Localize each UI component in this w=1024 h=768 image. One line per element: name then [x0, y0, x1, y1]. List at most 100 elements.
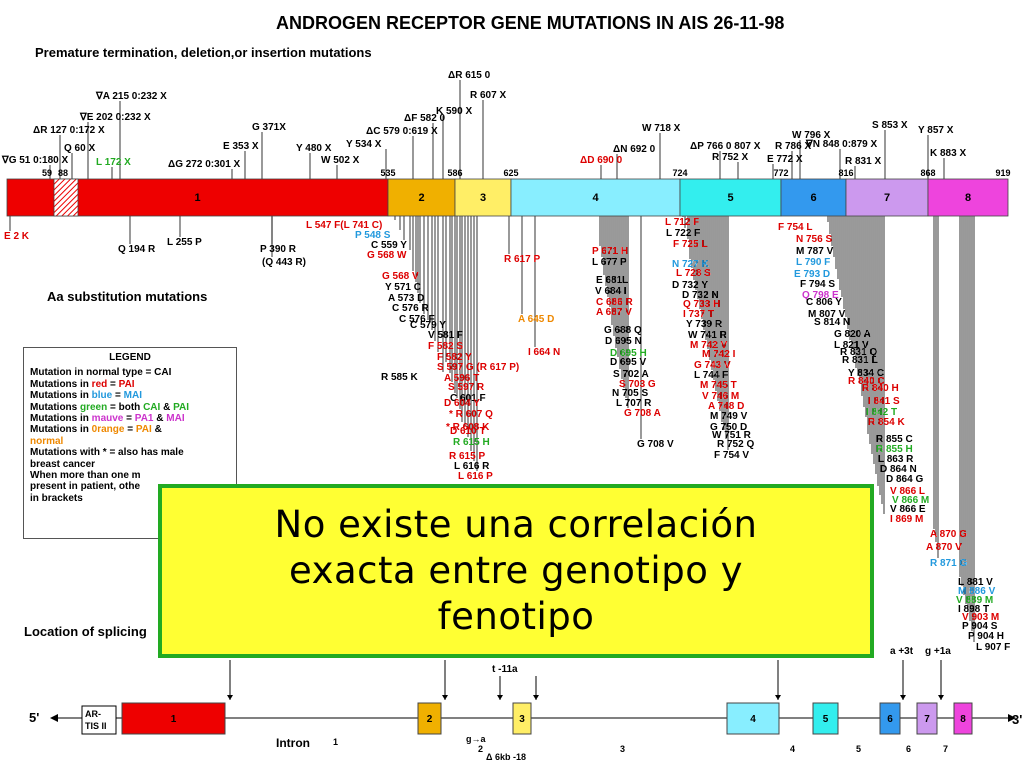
substitution-mutation-label: A 748 D [708, 401, 744, 412]
legend-entry: Mutation in normal type = CAI [30, 367, 230, 378]
substitution-mutation-label: M 886 V [958, 586, 996, 597]
legend-text: Mutation in normal type = CAI [30, 367, 172, 379]
substitution-mutation-label: R 752 Q [717, 439, 754, 450]
boundary-number: 535 [380, 168, 395, 178]
arrow-down-icon [938, 695, 944, 700]
truncation-mutation-label: K 590 X [436, 106, 472, 117]
legend-text: MAI [123, 390, 142, 402]
truncation-mutation-label: Q 60 X [64, 143, 95, 154]
substitution-section-heading: Aa substitution mutations [47, 289, 208, 304]
substitution-mutation-label: L 907 F [976, 642, 1010, 653]
legend-entry: in brackets [30, 493, 230, 504]
legend-text: Mutations in [30, 378, 92, 390]
legend-text: & [153, 413, 167, 425]
truncation-mutation-label: R 831 X [845, 156, 881, 167]
splicing-section-heading: Location of splicing [24, 624, 147, 639]
callout-box: No existe una correlación exacta entre g… [158, 484, 874, 658]
substitution-mutation-label: L 881 V [958, 577, 993, 588]
legend-entry: Mutations green = both CAI & PAI [30, 402, 230, 413]
substitution-mutation-label: A 573 D [388, 293, 424, 304]
gene-exon-3 [512, 702, 532, 735]
legend-text: When more than one m [30, 470, 141, 482]
truncation-mutation-label: Y 480 X [296, 143, 332, 154]
substitution-mutation-label: L 744 F [694, 370, 728, 381]
truncation-mutation-label: R 607 X [470, 90, 506, 101]
substitution-mutation-label: D 695 N [605, 336, 642, 347]
substitution-mutation-label: G 688 Q [604, 325, 642, 336]
legend-text: = [107, 378, 119, 390]
substitution-mutation-label: L 707 R [616, 398, 652, 409]
callout-text: No existe una correlación exacta entre g… [274, 503, 758, 638]
protein-exon-5 [679, 178, 782, 217]
gene-exon-label: 3 [519, 714, 525, 725]
substitution-mutation-label: G 568 W [367, 250, 407, 261]
substitution-mutation-label: A 596 T [444, 373, 479, 384]
substitution-mutation-label: D 732 Y [672, 280, 708, 291]
gene-exon-5 [812, 702, 839, 735]
legend-text: red [91, 378, 108, 390]
truncation-mutation-label: ΔC 579 0:619 X [366, 126, 438, 137]
substitution-mutation-label: F 754 V [714, 450, 749, 461]
truncation-mutation-label: S 853 X [872, 120, 908, 131]
legend-text: & [160, 401, 174, 413]
substitution-mutation-label: R 831 Q [840, 347, 877, 358]
substitution-mutation-label: E 681L [596, 275, 628, 286]
truncation-mutation-label: Y 857 X [918, 125, 954, 136]
substitution-mutation-label: S 703 G [619, 379, 656, 390]
boundary-number: 625 [503, 168, 518, 178]
substitution-mutation-label: E 793 D [794, 269, 830, 280]
gene-exon-label: 8 [960, 714, 966, 725]
three-prime-label: 3' [1012, 712, 1022, 727]
substitution-mutation-label: I 869 M [890, 514, 923, 525]
substitution-mutation-label: M 745 T [700, 380, 737, 391]
substitution-mutation-label: F 794 S [800, 279, 835, 290]
substitution-mutation-label: V 889 M [956, 595, 993, 606]
substitution-mutation-label: * R 607 Q [449, 409, 493, 420]
substitution-mutation-label: L 677 P [592, 257, 627, 268]
truncation-mutation-label: W 718 X [642, 123, 681, 134]
substitution-mutation-label: L 821 V [834, 340, 869, 351]
substitution-mutation-label: C 806 Y [806, 297, 842, 308]
legend-entry: Mutations in 0range = PAI & [30, 424, 230, 435]
substitution-mutation-label: * R 608 K [446, 422, 490, 433]
arrow-right-icon [1008, 714, 1016, 722]
substitution-mutation-label: D 610 T [450, 426, 486, 437]
truncation-mutation-label: K 883 X [930, 148, 966, 159]
substitution-mutation-label: M 749 V [710, 411, 748, 422]
truncation-mutation-label: ΔR 615 0 [448, 70, 491, 81]
truncation-mutation-label: ΔF 582 0 [404, 113, 446, 124]
substitution-mutation-label: G 750 D [710, 422, 747, 433]
protein-exon-3 [454, 178, 512, 217]
substitution-mutation-label: M 807 V [808, 309, 846, 320]
protein-exon-label: 8 [965, 192, 971, 204]
substitution-mutation-label: R 615 P [449, 451, 485, 462]
gene-exon-6 [879, 702, 901, 735]
legend-text: Mutations in [30, 390, 92, 402]
legend-entry: Mutations in blue = MAI [30, 390, 230, 401]
gene-exon-label: 4 [750, 714, 756, 725]
substitution-mutation-label: R 855 H [876, 444, 913, 455]
truncation-mutation-label: ∇G 51 0:180 X [1, 155, 69, 166]
intron-number: 1 [333, 737, 338, 747]
boundary-number: 88 [58, 168, 68, 178]
artis-label: TIS II [85, 721, 107, 731]
substitution-mutation-label: Y 571 C [385, 282, 421, 293]
substitution-mutation-label: (Q 443 R) [262, 257, 306, 268]
substitution-mutation-label: W 751 R [712, 430, 752, 441]
protein-exon-6 [780, 178, 847, 217]
arrow-down-icon [227, 695, 233, 700]
truncation-mutation-label: E 772 X [767, 154, 803, 165]
substitution-mutation-label: G 743 V [694, 360, 731, 371]
substitution-mutation-label: V 684 I [595, 286, 627, 297]
legend-text: = [123, 413, 135, 425]
truncation-mutation-label: ΔP 766 0 807 X [690, 141, 761, 152]
legend-text: Mutations in [30, 413, 92, 425]
substitution-mutation-label: D 864 G [886, 474, 923, 485]
substitution-mutation-label: G 820 A [834, 329, 871, 340]
truncation-mutation-label: L 172 X [96, 157, 131, 168]
substitution-mutation-label: L 790 F [796, 257, 830, 268]
substitution-mutation-label: I 737 T [683, 309, 714, 320]
gene-exon-4 [726, 702, 780, 735]
substitution-mutation-label: R 585 K [381, 372, 418, 383]
boundary-number: 586 [447, 168, 462, 178]
